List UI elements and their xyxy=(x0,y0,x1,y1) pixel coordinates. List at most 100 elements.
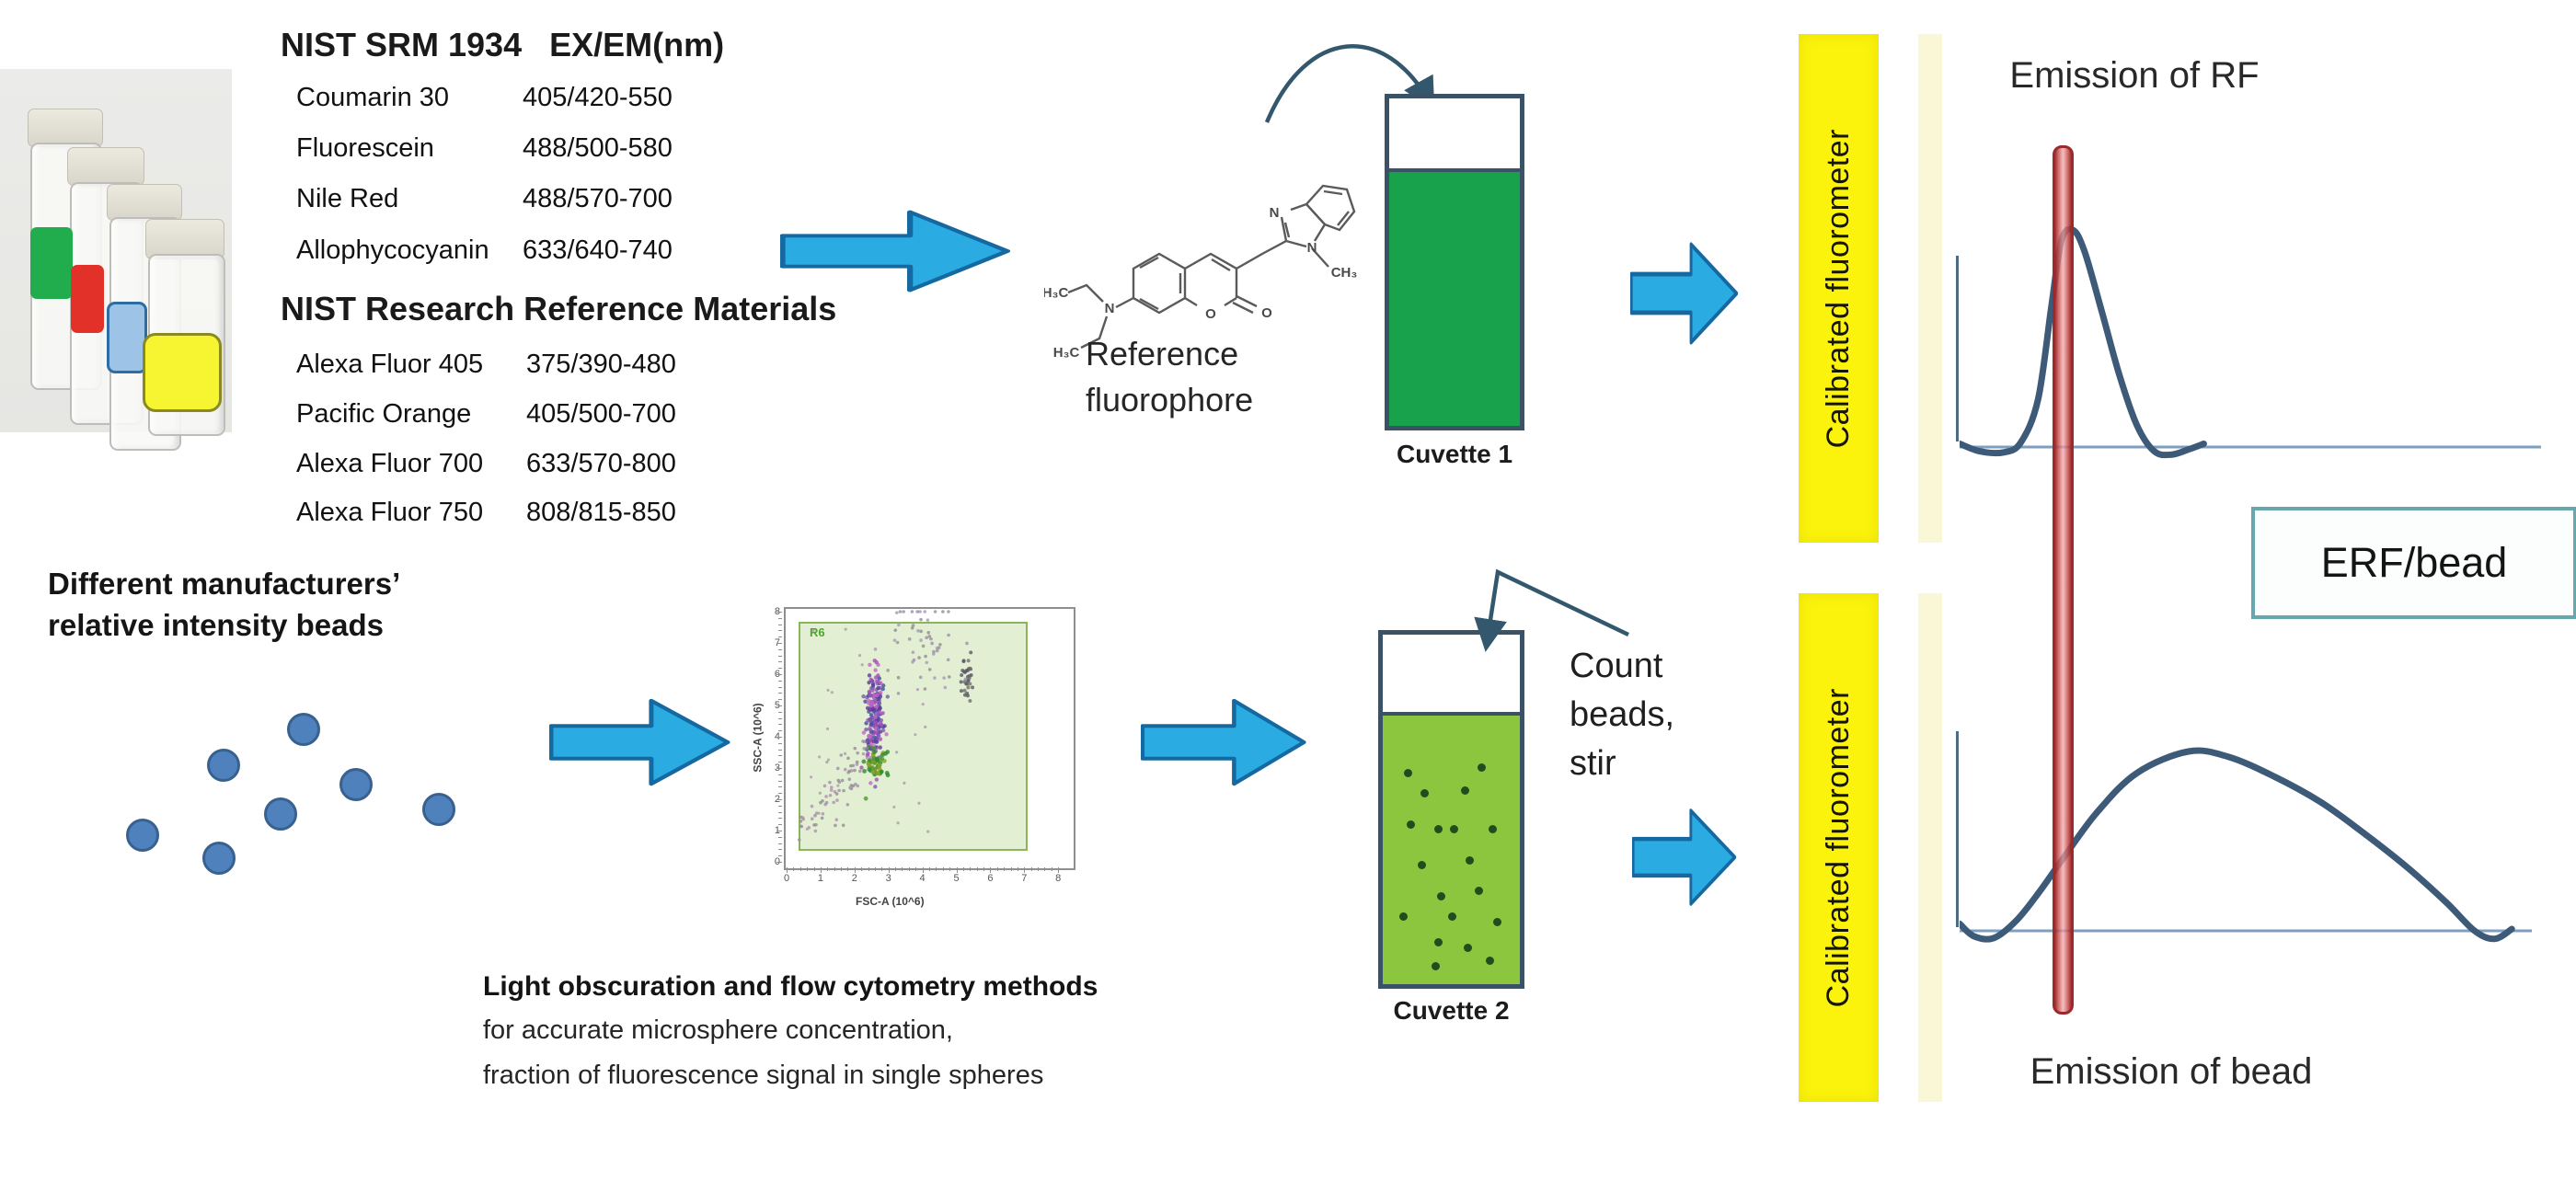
axis-tick xyxy=(778,805,782,807)
emission-of-rf-curve xyxy=(1960,225,2207,459)
bead xyxy=(126,819,159,852)
structure-o-label: O xyxy=(1261,305,1272,321)
axis-tick xyxy=(976,867,978,871)
rrm-row-value: 808/815-850 xyxy=(526,498,676,527)
scatter-points xyxy=(797,610,975,842)
axis-tick xyxy=(787,867,788,873)
axis-tick xyxy=(778,843,782,844)
axis-tick xyxy=(778,655,782,657)
vial-cap xyxy=(107,184,182,221)
srm-row-value: 488/500-580 xyxy=(523,133,673,163)
axis-tick xyxy=(983,867,985,871)
microsphere-dot xyxy=(1464,944,1473,952)
axis-tick xyxy=(778,818,782,820)
axis-tick xyxy=(841,867,843,871)
axis-tick xyxy=(956,867,958,873)
x-tick-label: 8 xyxy=(1055,873,1062,884)
axis-tick xyxy=(776,862,782,863)
rrm-row-name: Alexa Fluor 700 xyxy=(296,449,484,478)
axis-tick xyxy=(778,724,782,726)
structure-h3c-label: H₃C xyxy=(1044,285,1068,301)
axis-tick xyxy=(776,612,782,613)
microsphere-dot xyxy=(1399,912,1409,922)
axis-tick xyxy=(776,768,782,769)
emission-rf-plot xyxy=(1960,225,2541,459)
axis-tick xyxy=(778,699,782,701)
axis-tick xyxy=(778,774,782,775)
pour-arrow-icon xyxy=(1264,44,1435,123)
axis-tick xyxy=(888,867,890,873)
cuvette-2 xyxy=(1378,630,1524,989)
x-tick-label: 2 xyxy=(851,873,857,884)
emission-rf-title: Emission of RF xyxy=(2009,55,2260,96)
x-tick-label: 3 xyxy=(885,873,891,884)
reference-vials-photo xyxy=(0,69,232,451)
axis-tick xyxy=(778,849,782,851)
right-arrow-icon xyxy=(780,210,1011,292)
axis-tick xyxy=(1058,867,1060,873)
axis-tick xyxy=(807,867,809,871)
fluorometer-label: Calibrated fluorometer xyxy=(1821,687,1856,1008)
cuvette-1 xyxy=(1385,94,1524,430)
bead xyxy=(264,797,297,831)
rrm-row-value: 375/390-480 xyxy=(526,350,676,379)
scatter-panel: R6 xyxy=(784,607,1075,870)
axis-tick xyxy=(778,755,782,757)
axis-tick xyxy=(895,867,897,871)
structure-n-label: N xyxy=(1105,301,1115,316)
srm-row-name: Coumarin 30 xyxy=(296,83,450,112)
drop-arrow-icon xyxy=(1474,568,1629,652)
microsphere-dot xyxy=(1465,855,1474,865)
x-tick-label: 7 xyxy=(1021,873,1028,884)
structure-o-label: O xyxy=(1205,306,1216,322)
srm-row-name: Nile Red xyxy=(296,184,399,213)
beads-title-line: Different manufacturers’ xyxy=(48,567,401,601)
srm-row-name: Allophycocyanin xyxy=(296,235,489,265)
axis-tick xyxy=(1024,867,1026,873)
axis-tick xyxy=(996,867,998,871)
bead xyxy=(207,749,240,782)
axis-tick xyxy=(776,705,782,706)
axis-tick xyxy=(813,867,815,871)
rrm-row-name: Alexa Fluor 750 xyxy=(296,498,484,527)
axis-tick xyxy=(799,867,801,871)
axis-tick xyxy=(778,717,782,719)
vial-yellow-label xyxy=(143,333,222,412)
flow-cytometry-plot: R6 FSC-A (10^6) SSC-A (10^6) 01234567801… xyxy=(752,602,1086,920)
fluorometer-label: Calibrated fluorometer xyxy=(1821,128,1856,449)
methods-note: Light obscuration and flow cytometry met… xyxy=(483,971,1098,1091)
structure-n-label: N xyxy=(1307,240,1317,256)
axis-tick xyxy=(908,867,910,871)
axis-tick xyxy=(1038,867,1040,871)
microsphere-dot xyxy=(1433,938,1443,947)
axis-tick xyxy=(936,867,937,871)
scatter-x-axis-label: FSC-A (10^6) xyxy=(856,895,925,908)
structure-h3c-label: H₃C xyxy=(1053,345,1080,361)
axis-tick xyxy=(776,674,782,675)
microsphere-dot xyxy=(1486,957,1495,965)
axis-tick xyxy=(776,737,782,738)
axis-tick xyxy=(962,867,964,871)
axis-tick xyxy=(922,867,924,873)
axis-tick xyxy=(928,867,930,871)
right-arrow-icon xyxy=(1630,242,1739,345)
axis-tick xyxy=(868,867,869,871)
axis-tick xyxy=(1030,867,1032,871)
axis-tick xyxy=(861,867,863,871)
right-arrow-icon xyxy=(1141,698,1306,786)
vial-cap xyxy=(145,219,224,259)
axis-tick xyxy=(778,661,782,663)
axis-tick xyxy=(847,867,849,871)
axis-tick xyxy=(778,811,782,813)
axis-tick xyxy=(778,793,782,795)
axis-tick xyxy=(776,799,782,800)
coumarin-structure-drawing: N N O O CH₃ N H₃C H₃C xyxy=(1044,184,1357,361)
axis-tick xyxy=(778,617,782,619)
srm-row-value: 488/570-700 xyxy=(523,184,673,213)
methods-note-line: Light obscuration and flow cytometry met… xyxy=(483,971,1098,1002)
axis-tick xyxy=(778,680,782,682)
microsphere-dot xyxy=(1433,825,1443,834)
axis-tick xyxy=(776,643,782,644)
rf-plot-y-axis xyxy=(1956,256,1959,441)
axis-tick xyxy=(1010,867,1012,871)
